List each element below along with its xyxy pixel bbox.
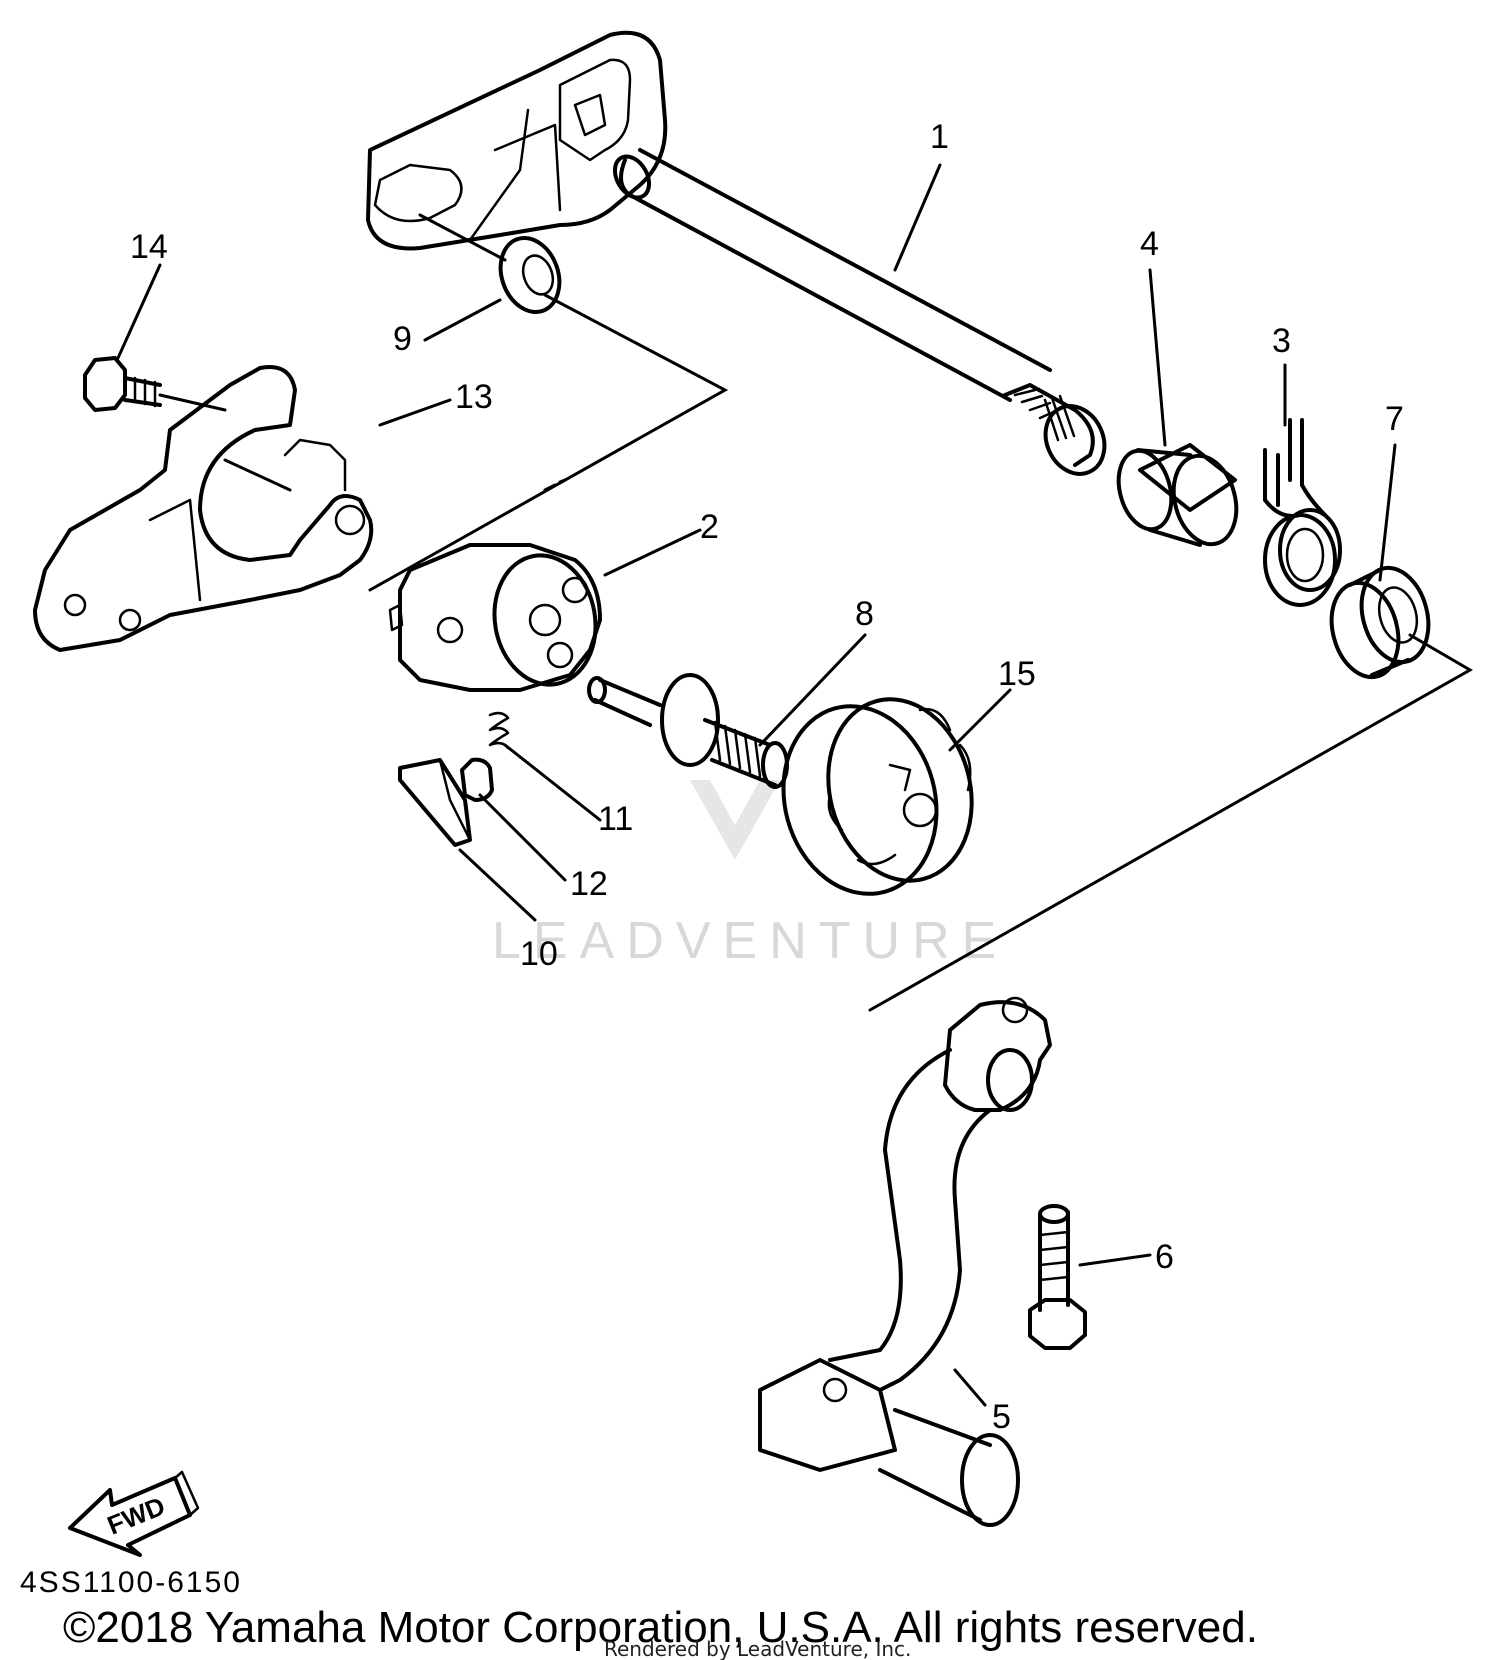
callout-10: 10	[520, 935, 558, 973]
part-6-bolt	[1028, 1204, 1087, 1350]
callout-13: 13	[455, 378, 493, 416]
callout-leaders	[116, 163, 1397, 1407]
assembly-lines	[158, 213, 1474, 1012]
callout-15: 15	[998, 655, 1036, 693]
part-13-stopper-plate	[33, 365, 374, 652]
part-12-pin	[460, 757, 494, 802]
callout-12: 12	[570, 865, 608, 903]
callout-14: 14	[130, 228, 168, 266]
callout-5: 5	[992, 1398, 1011, 1436]
part-2-segment	[388, 543, 602, 692]
callout-numbers: 1 2 3 4 5 6 7 8 9 10 11 12 13 14 15	[130, 118, 1404, 1436]
callout-8: 8	[855, 595, 874, 633]
callout-7: 7	[1385, 400, 1404, 438]
part-8-bolt	[587, 673, 789, 789]
drawing-code: 4SS1100-6150	[20, 1566, 242, 1599]
callout-4: 4	[1140, 225, 1159, 263]
callout-2: 2	[700, 508, 719, 546]
part-14-bolt	[83, 356, 162, 412]
part-4-collar	[1116, 443, 1239, 547]
part-1-shift-shaft	[366, 30, 1107, 476]
callout-6: 6	[1155, 1238, 1174, 1276]
part-11-small-spring	[488, 711, 510, 750]
part-15-stopper-wheel	[781, 697, 974, 896]
callout-9: 9	[393, 320, 412, 358]
fwd-arrow-icon: FWD	[68, 1470, 200, 1557]
watermark-text: LEADVENTURE	[492, 912, 1008, 970]
part-10-plate	[398, 758, 472, 847]
watermark: LEADVENTURE	[492, 780, 1008, 970]
rendered-by-text: Rendered by LeadVenture, Inc.	[604, 1637, 911, 1660]
part-5-shift-pedal	[758, 996, 1052, 1527]
callout-1: 1	[930, 118, 949, 156]
callout-11: 11	[598, 800, 633, 838]
copyright-text: ©2018 Yamaha Motor Corporation, U.S.A. A…	[63, 1603, 1258, 1652]
part-3-spring	[1263, 418, 1342, 607]
callout-3: 3	[1272, 322, 1291, 360]
part-9-washer	[498, 236, 562, 314]
